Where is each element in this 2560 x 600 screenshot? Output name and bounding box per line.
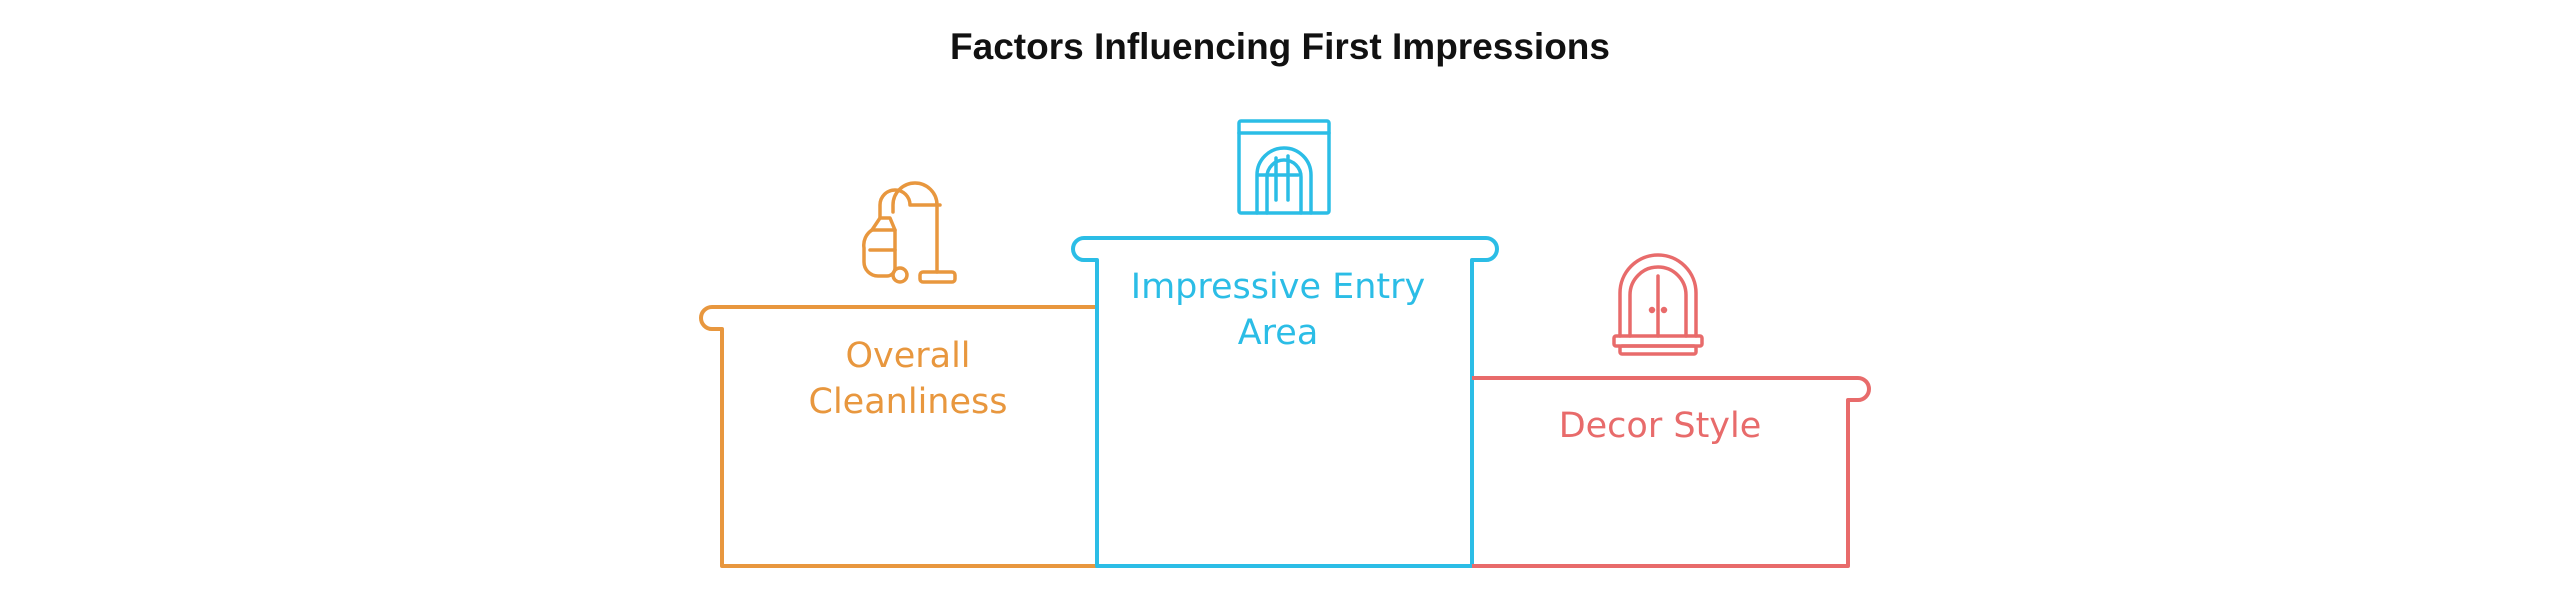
podium-label-right-line1: Decor Style xyxy=(1559,406,1762,446)
podium-label-center-line1: Impressive Entry xyxy=(1131,267,1425,307)
vacuum-cleaner-icon xyxy=(862,181,957,284)
podium-block-center xyxy=(1071,236,1499,568)
podium-label-center-line2: Area xyxy=(1238,313,1319,353)
podium-label-left-line2: Cleanliness xyxy=(809,382,1008,422)
podium-label-left-line1: Overall xyxy=(845,336,970,376)
cabinet-icon xyxy=(1612,253,1704,356)
entry-door-icon xyxy=(1237,119,1331,215)
podium-block-left xyxy=(699,305,1097,568)
diagram-title: Factors Influencing First Impressions xyxy=(950,26,1610,67)
podium-block-right xyxy=(1472,376,1871,568)
